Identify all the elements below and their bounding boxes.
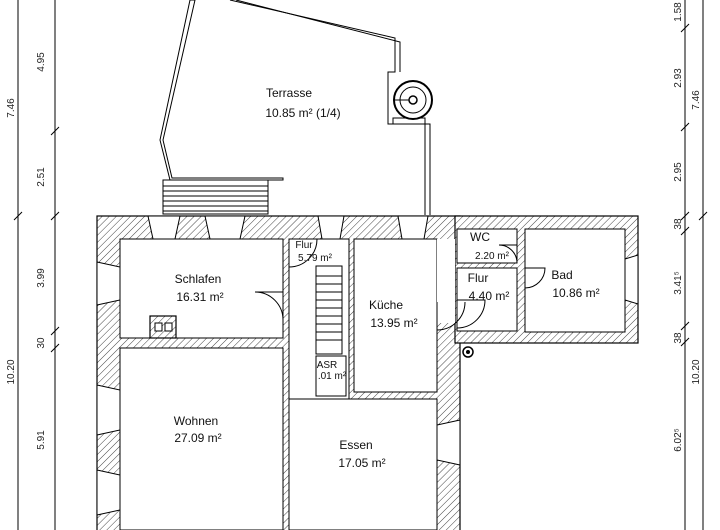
dim-right-outer-b: 10.20 <box>691 359 702 384</box>
room-wc <box>456 228 518 264</box>
room-asr <box>315 355 347 397</box>
room-kueche <box>353 238 438 393</box>
chimney <box>149 315 177 339</box>
terrace-right-edge <box>229 0 431 215</box>
flur-right-area: 4.40 m² <box>469 289 510 303</box>
schlafen-area: 16.31 m² <box>176 290 223 304</box>
window <box>436 419 461 466</box>
asr-name: ASR <box>317 360 338 371</box>
door-kueche <box>436 301 466 331</box>
wc-area: 2.20 m² <box>475 251 510 262</box>
room-bad <box>524 228 626 333</box>
flur-top-name: Flur <box>295 240 313 251</box>
utility-marker-core <box>466 350 470 354</box>
dim-left-inner-d: 30 <box>36 337 47 349</box>
dim-right-inner-c: 2.95 <box>673 162 684 182</box>
door-wc <box>498 244 518 264</box>
door-flur <box>288 238 318 268</box>
window <box>624 254 639 305</box>
terrace-stairs <box>162 179 269 215</box>
door-schlafen <box>254 291 284 321</box>
wohnen-name: Wohnen <box>174 414 218 428</box>
room-essen <box>288 398 438 530</box>
terrace-stair-treads <box>163 185 268 212</box>
dim-tick <box>680 321 690 331</box>
schlafen-name: Schlafen <box>175 272 222 286</box>
window <box>96 261 121 306</box>
dim-tick <box>50 326 60 336</box>
dim-left-inner-b: 2.51 <box>36 167 47 187</box>
dim-tick <box>680 211 690 221</box>
window <box>96 469 121 516</box>
wohnen-area: 27.09 m² <box>174 431 221 445</box>
dim-left-inner-c: 3.99 <box>36 268 47 288</box>
dim-left-inner-a: 4.95 <box>36 52 47 72</box>
room-labels: Schlafen 16.31 m² Flur 5.79 m² Küche 13.… <box>174 230 600 470</box>
essen-name: Essen <box>339 438 372 452</box>
terrace-right-edge-inner <box>235 0 401 72</box>
spiral-stair-core <box>408 95 418 105</box>
dim-right-inner-b: 2.93 <box>673 68 684 88</box>
dim-tick <box>50 343 60 353</box>
chimney-flue <box>154 322 163 332</box>
doors <box>254 238 546 331</box>
flur-right-name: Flur <box>468 271 489 285</box>
dim-left-outer-b: 10.20 <box>6 359 17 384</box>
window <box>96 384 121 436</box>
bad-name: Bad <box>551 268 572 282</box>
wc-name: WC <box>470 230 490 244</box>
dim-right-outer-a: 7.46 <box>691 90 702 110</box>
dim-tick <box>698 211 708 221</box>
dim-tick <box>680 226 690 236</box>
terrasse-name: Terrasse <box>266 86 312 100</box>
room-wohnen <box>119 347 284 530</box>
room-schlafen <box>119 238 284 339</box>
dim-tick <box>13 211 23 221</box>
bad-area: 10.86 m² <box>552 286 599 300</box>
dim-left-outer-a: 7.46 <box>6 98 17 118</box>
door-flur-2 <box>456 299 486 329</box>
passage <box>437 239 455 323</box>
essen-area: 17.05 m² <box>338 456 385 470</box>
flur-top-area: 5.79 m² <box>298 253 333 264</box>
dim-left-inner-e: 5.91 <box>36 430 47 450</box>
dim-tick <box>50 211 60 221</box>
inner-stairs <box>315 265 343 355</box>
dim-tick <box>50 126 60 136</box>
dim-tick <box>680 122 690 132</box>
stair-block <box>315 265 343 355</box>
door-bad <box>524 267 546 289</box>
dim-right-inner-f: 38 <box>673 332 684 344</box>
kueche-name: Küche <box>369 298 403 312</box>
dim-right-inner-a: 1.58 <box>673 2 684 22</box>
terrace-rail <box>392 117 426 215</box>
window <box>147 215 181 240</box>
terrasse-area: 10.85 m² (1/4) <box>265 106 340 120</box>
terrace: Terrasse 10.85 m² (1/4) <box>159 0 433 215</box>
asr-area: .01 m² <box>318 371 347 382</box>
dim-right-inner-e: 3.41⁵ <box>673 271 684 295</box>
kueche-area: 13.95 m² <box>370 316 417 330</box>
dimension-chains: 7.46 10.20 4.95 2.51 3.99 30 5.91 1.58 2… <box>6 0 708 530</box>
chimney-flue <box>164 322 173 332</box>
window <box>397 215 429 240</box>
terrace-left-edge <box>159 0 284 181</box>
dim-right-inner-d: 38 <box>673 218 684 230</box>
window <box>317 215 345 240</box>
dim-tick <box>680 23 690 33</box>
dim-tick <box>680 337 690 347</box>
dim-right-inner-g: 6.02⁵ <box>673 428 684 452</box>
building-walls <box>96 215 639 530</box>
windows <box>96 215 639 530</box>
window <box>204 215 246 240</box>
